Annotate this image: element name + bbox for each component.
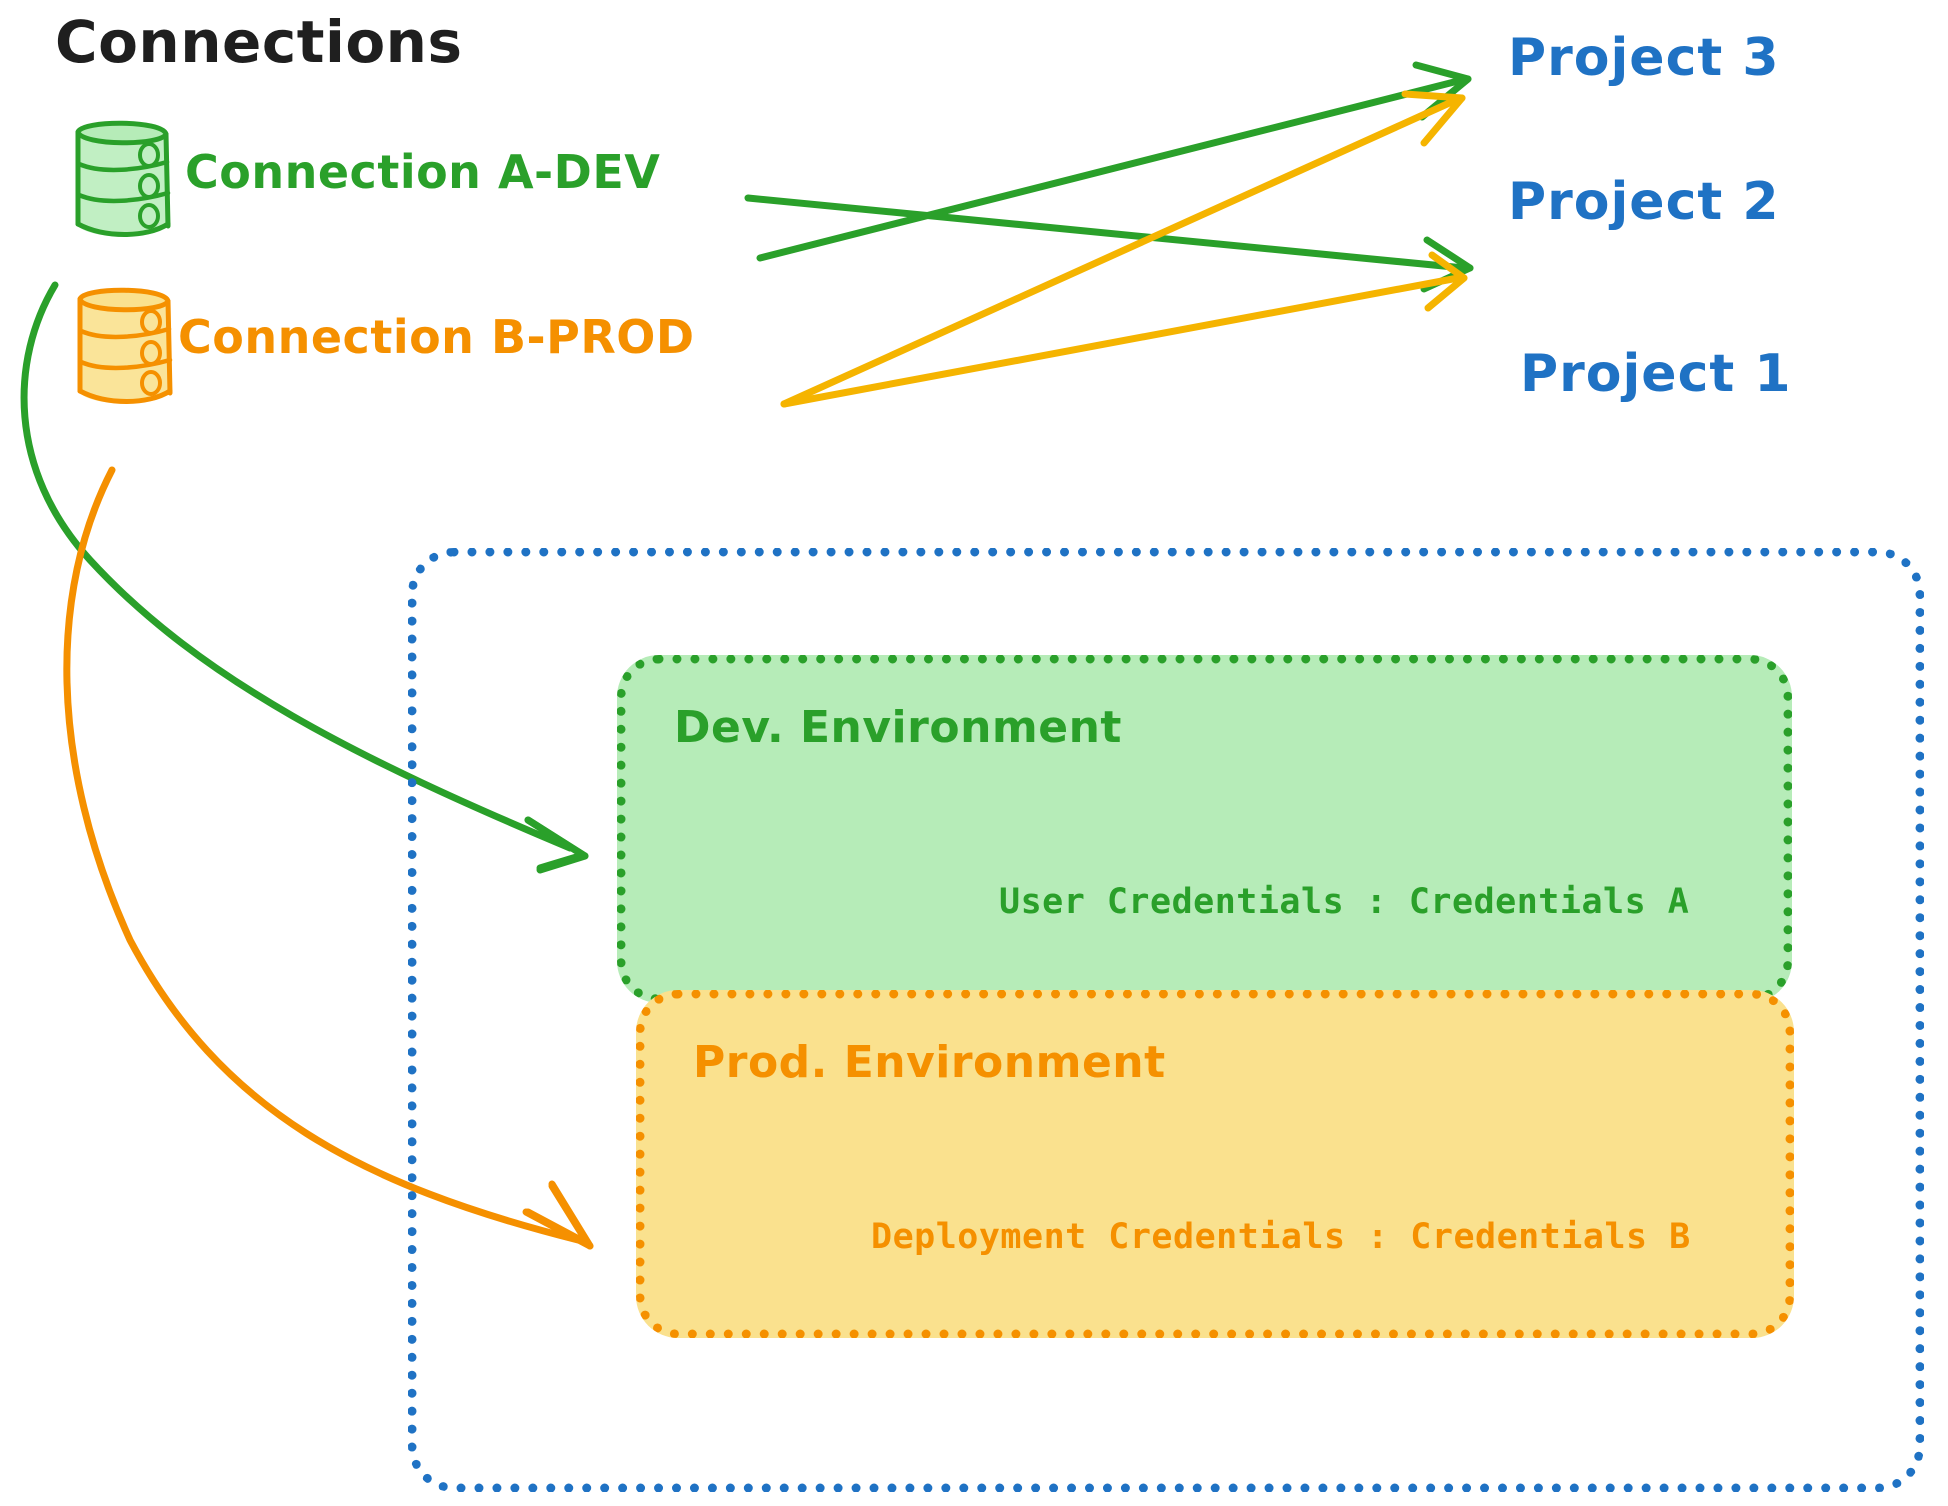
project-label-project-2[interactable]: Project 2 bbox=[1508, 172, 1780, 232]
project-label-project-3[interactable]: Project 3 bbox=[1508, 28, 1780, 88]
dev-environment-box[interactable]: Dev. Environment User Credentials : Cred… bbox=[617, 655, 1792, 1003]
edge-b-prod-to-project-3 bbox=[780, 90, 1466, 408]
prod-environment-credentials: Deployment Credentials : Credentials B bbox=[871, 1217, 1691, 1257]
prod-environment-title: Prod. Environment bbox=[693, 1037, 1166, 1088]
dev-environment-credentials: User Credentials : Credentials A bbox=[999, 882, 1690, 922]
edge-a-dev-to-project-3 bbox=[756, 61, 1472, 262]
dev-environment-title: Dev. Environment bbox=[674, 702, 1122, 753]
database-icon-connection-b-prod bbox=[77, 287, 173, 404]
project-label-project-1[interactable]: Project 1 bbox=[1520, 344, 1792, 404]
edge-b-prod-to-project-2 bbox=[780, 251, 1468, 408]
prod-environment-box[interactable]: Prod. Environment Deployment Credentials… bbox=[636, 990, 1794, 1338]
connection-label-a-dev[interactable]: Connection A-DEV bbox=[185, 145, 661, 199]
database-icon-connection-a-dev bbox=[75, 120, 171, 237]
connection-label-b-prod[interactable]: Connection B-PROD bbox=[178, 310, 695, 364]
page-title: Connections bbox=[55, 8, 463, 76]
edge-a-dev-to-project-2 bbox=[744, 194, 1474, 293]
